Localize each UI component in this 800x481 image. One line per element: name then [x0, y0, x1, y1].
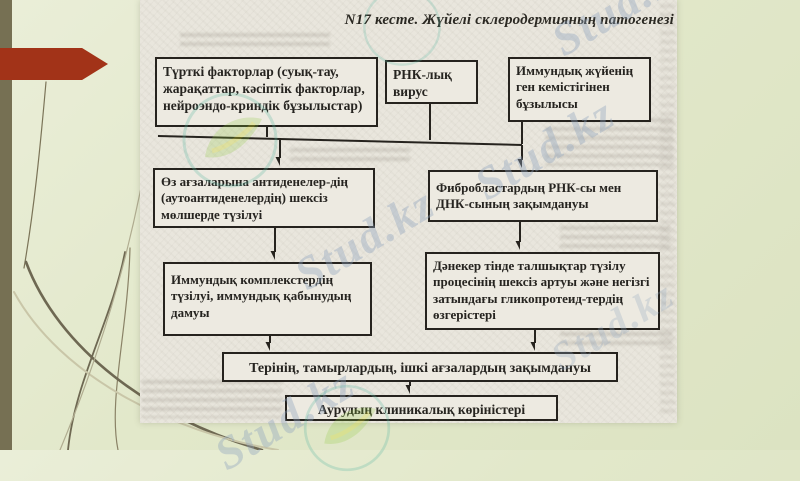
red-arrow-accent [0, 48, 108, 80]
bleedthrough-texture [560, 332, 672, 350]
node-clinical-signs: Аурудың клиникалық көріністері [285, 395, 558, 421]
node-rna-virus: РНК-лық вирус [385, 60, 478, 104]
bleedthrough-texture [560, 226, 670, 250]
scanned-table-image: N17 кесте. Жүйелі склеродермияның патоге… [140, 0, 677, 423]
node-trigger-factors: Түрткі факторлар (суық-тау, жарақаттар, … [155, 57, 378, 127]
bleedthrough-texture [290, 148, 410, 163]
table-title: N17 кесте. Жүйелі склеродермияның патоге… [344, 12, 674, 28]
bleedthrough-texture [142, 380, 282, 418]
bleedthrough-texture [180, 33, 330, 51]
bleedthrough-texture [545, 118, 673, 166]
node-organ-damage: Терінің, тамырлардың, ішкі ағзалардың за… [222, 352, 618, 382]
node-autoantibodies: Өз ағзаларына антиденелер-дің (аутоантид… [153, 168, 375, 228]
node-connective-tissue: Дәнекер тінде талшықтар түзілу процесіні… [425, 252, 660, 330]
node-immune-complexes: Иммундық комплекстердің түзілуі, иммунды… [163, 262, 372, 336]
bleedthrough-texture [660, 4, 675, 418]
node-fibroblast-damage: Фибробластардың РНК-сы мен ДНК-сының зақ… [428, 170, 658, 222]
slide-sidebar-strip [0, 0, 12, 450]
node-immune-gene-defect: Иммундық жүйенің ген кемістігінен бұзылы… [508, 57, 651, 122]
flow-connector-arrows [157, 104, 536, 423]
